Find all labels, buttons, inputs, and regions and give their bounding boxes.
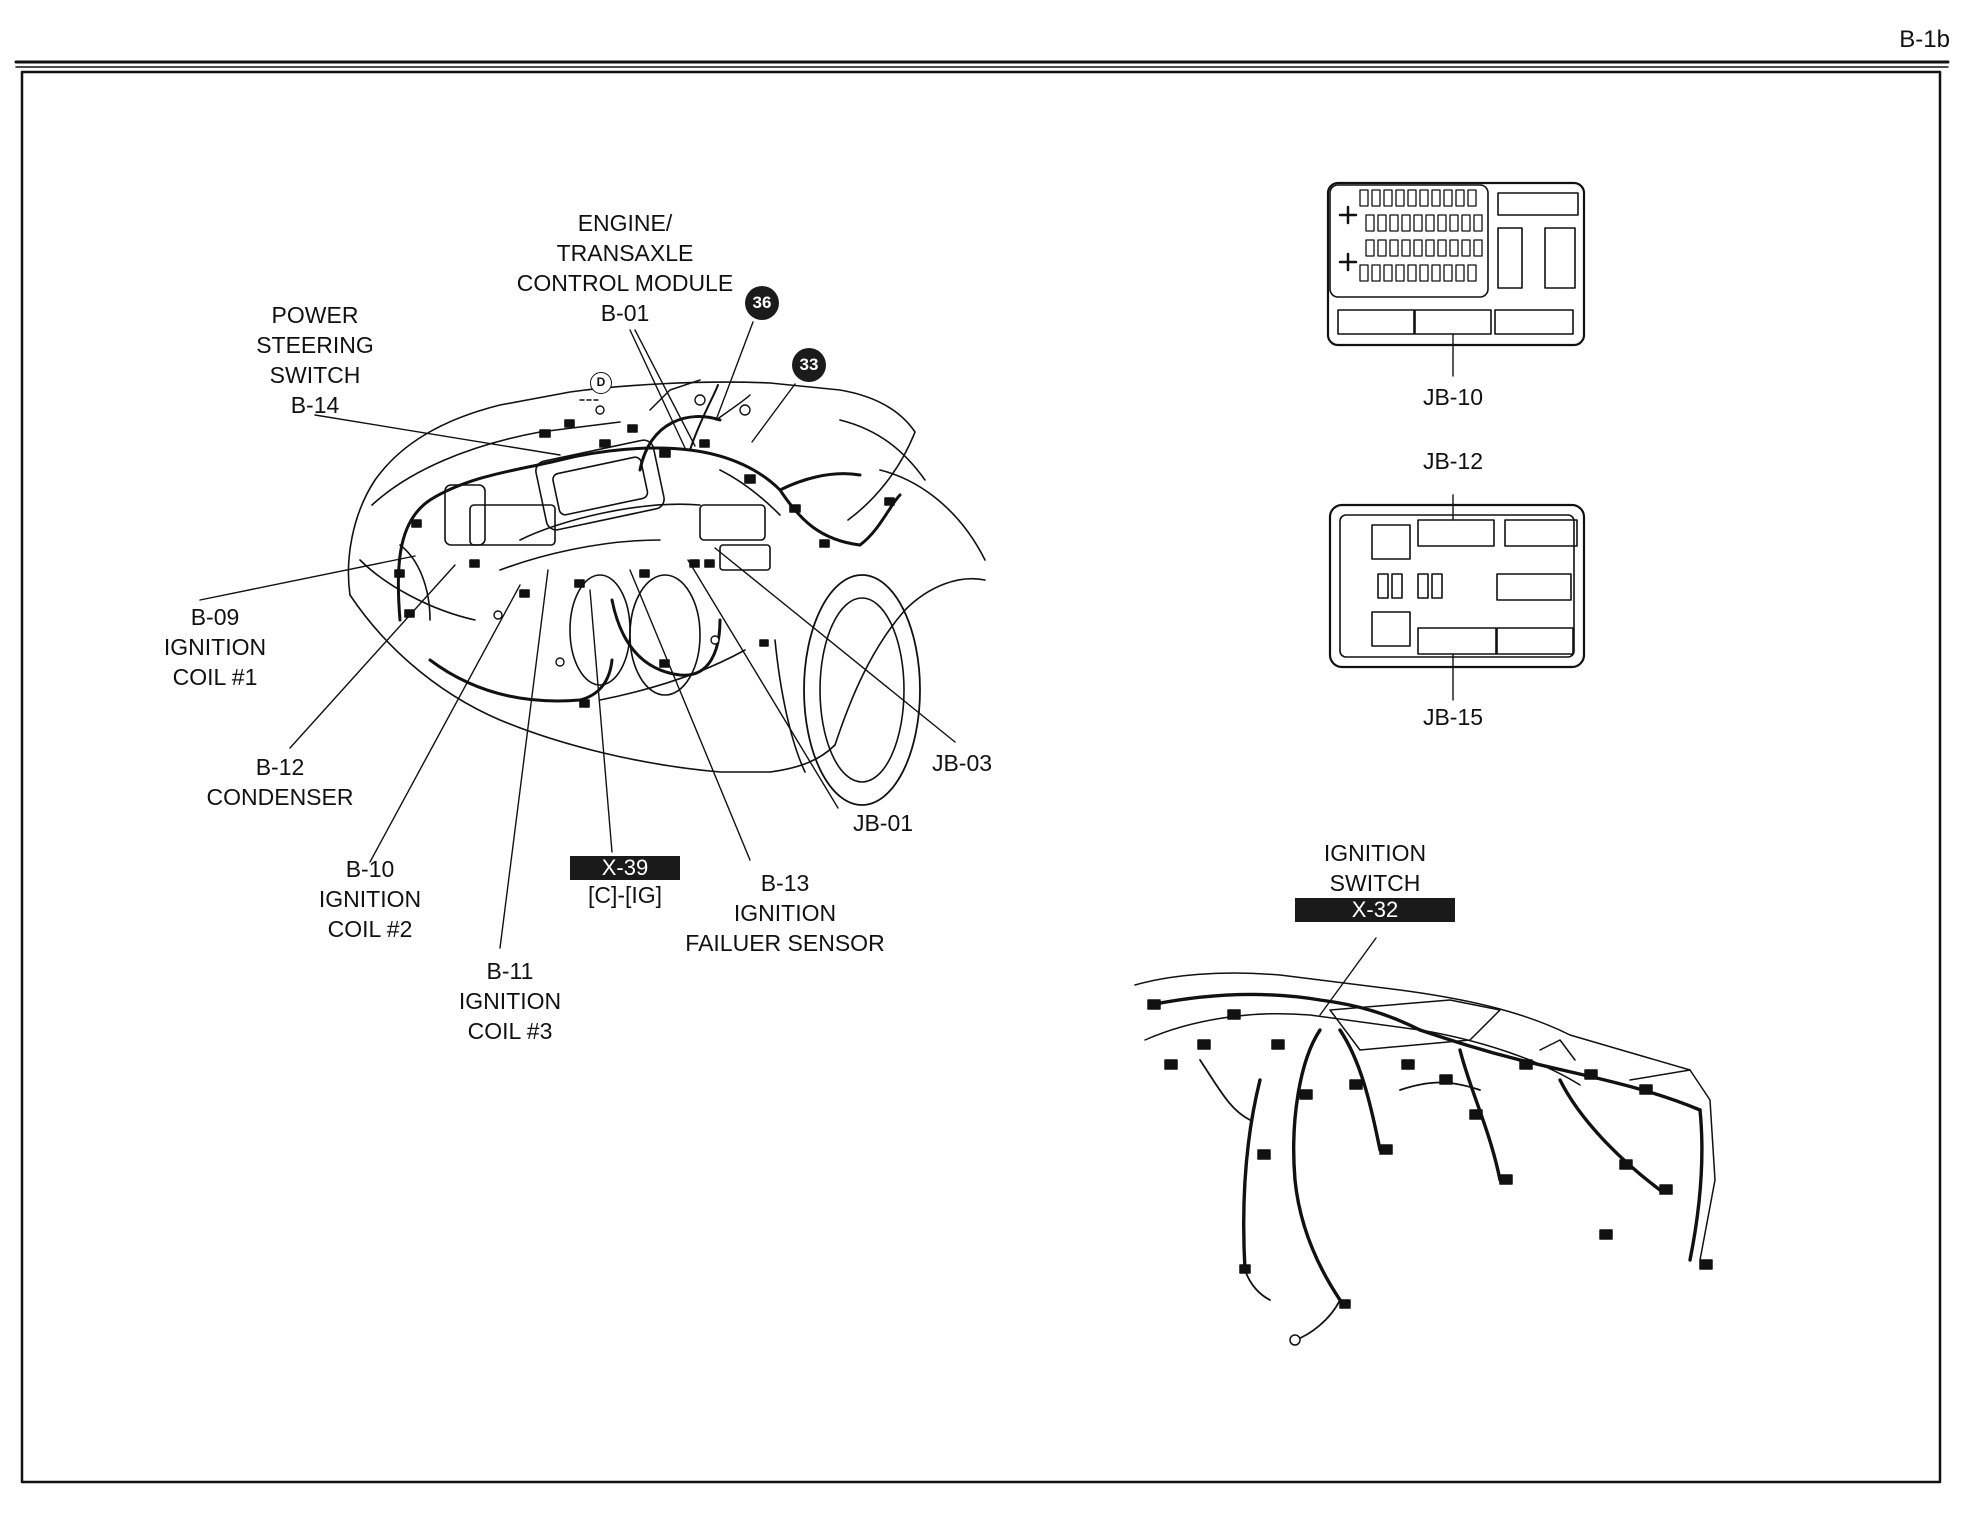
fuse-slot xyxy=(1449,239,1459,257)
fuse-slot xyxy=(1383,189,1393,207)
fuse-slot xyxy=(1449,214,1459,232)
fuse-slot xyxy=(1473,239,1483,257)
fuse-slot xyxy=(1395,189,1405,207)
callout-badge-33: 33 xyxy=(792,348,826,382)
label-jb10: JB-10 xyxy=(1422,384,1484,410)
fuse-slot xyxy=(1455,264,1465,282)
fuse-slot xyxy=(1455,189,1465,207)
connector-code-x39: X-39 xyxy=(570,856,680,880)
label-jb03: JB-03 xyxy=(931,750,993,776)
fuse-slot xyxy=(1371,264,1381,282)
fuse-slot xyxy=(1359,264,1369,282)
fuse-slot xyxy=(1467,264,1477,282)
connector-code-x32: X-32 xyxy=(1295,898,1455,922)
label-jb01: JB-01 xyxy=(852,810,914,836)
label-jb15: JB-15 xyxy=(1422,704,1484,730)
callout-badge-36: 36 xyxy=(745,286,779,320)
fuse-slot xyxy=(1365,214,1375,232)
engine-bay-leaders xyxy=(199,321,956,949)
page-code: B-1b xyxy=(1899,26,1950,53)
junction-box-jb12-jb15 xyxy=(1328,494,1586,701)
fuse-slot xyxy=(1383,264,1393,282)
fuse-slot xyxy=(1461,239,1471,257)
junction-box-jb10 xyxy=(1326,181,1586,377)
callout-badge-d: D xyxy=(590,372,612,394)
fuse-slot xyxy=(1419,189,1429,207)
engine-bay-illustration xyxy=(347,379,986,806)
fuse-slot xyxy=(1425,214,1435,232)
label-jb12: JB-12 xyxy=(1422,448,1484,474)
label-ignition-coil-1-b09: B-09 IGNITION COIL #1 xyxy=(163,604,267,690)
fuse-slot xyxy=(1359,189,1369,207)
fuse-slot xyxy=(1419,264,1429,282)
fuse-slot xyxy=(1437,239,1447,257)
dash-harness-illustration xyxy=(1134,937,1716,1346)
fuse-slot xyxy=(1461,214,1471,232)
fuse-slot xyxy=(1377,214,1387,232)
fuse-slot xyxy=(1401,214,1411,232)
label-condenser-b12: B-12 CONDENSER xyxy=(206,754,354,810)
fuse-slot xyxy=(1473,214,1483,232)
label-power-steering-switch-b14: POWER STEERING SWITCH B-14 xyxy=(256,302,374,418)
fuse-slot xyxy=(1365,239,1375,257)
fuse-slot xyxy=(1371,189,1381,207)
fuse-slot xyxy=(1407,264,1417,282)
fuse-slot xyxy=(1389,239,1399,257)
label-ignition-coil-2-b10: B-10 IGNITION COIL #2 xyxy=(318,856,422,942)
label-connector-x39: X-39 [C]-[IG] xyxy=(570,856,680,910)
label-ignition-coil-3-b11: B-11 IGNITION COIL #3 xyxy=(458,958,562,1044)
fuse-slot xyxy=(1413,239,1423,257)
fuse-slot xyxy=(1431,189,1441,207)
fuse-slot xyxy=(1467,189,1477,207)
page-frame xyxy=(14,60,1950,1484)
fuse-slot xyxy=(1437,214,1447,232)
fuse-slot xyxy=(1443,189,1453,207)
fuse-slot xyxy=(1413,214,1423,232)
fuse-slot xyxy=(1425,239,1435,257)
label-ignition-switch-x32: IGNITION SWITCH X-32 xyxy=(1295,838,1455,922)
fuse-slot xyxy=(1407,189,1417,207)
label-ignition-failure-sensor-b13: B-13 IGNITION FAILUER SENSOR xyxy=(685,870,885,956)
fuse-slot xyxy=(1377,239,1387,257)
fuse-slot xyxy=(1443,264,1453,282)
fuse-slot xyxy=(1431,264,1441,282)
label-ecm-b01: ENGINE/ TRANSAXLE CONTROL MODULE B-01 xyxy=(516,210,734,326)
fuse-slot xyxy=(1401,239,1411,257)
fuse-slot xyxy=(1389,214,1399,232)
fuse-slot xyxy=(1395,264,1405,282)
